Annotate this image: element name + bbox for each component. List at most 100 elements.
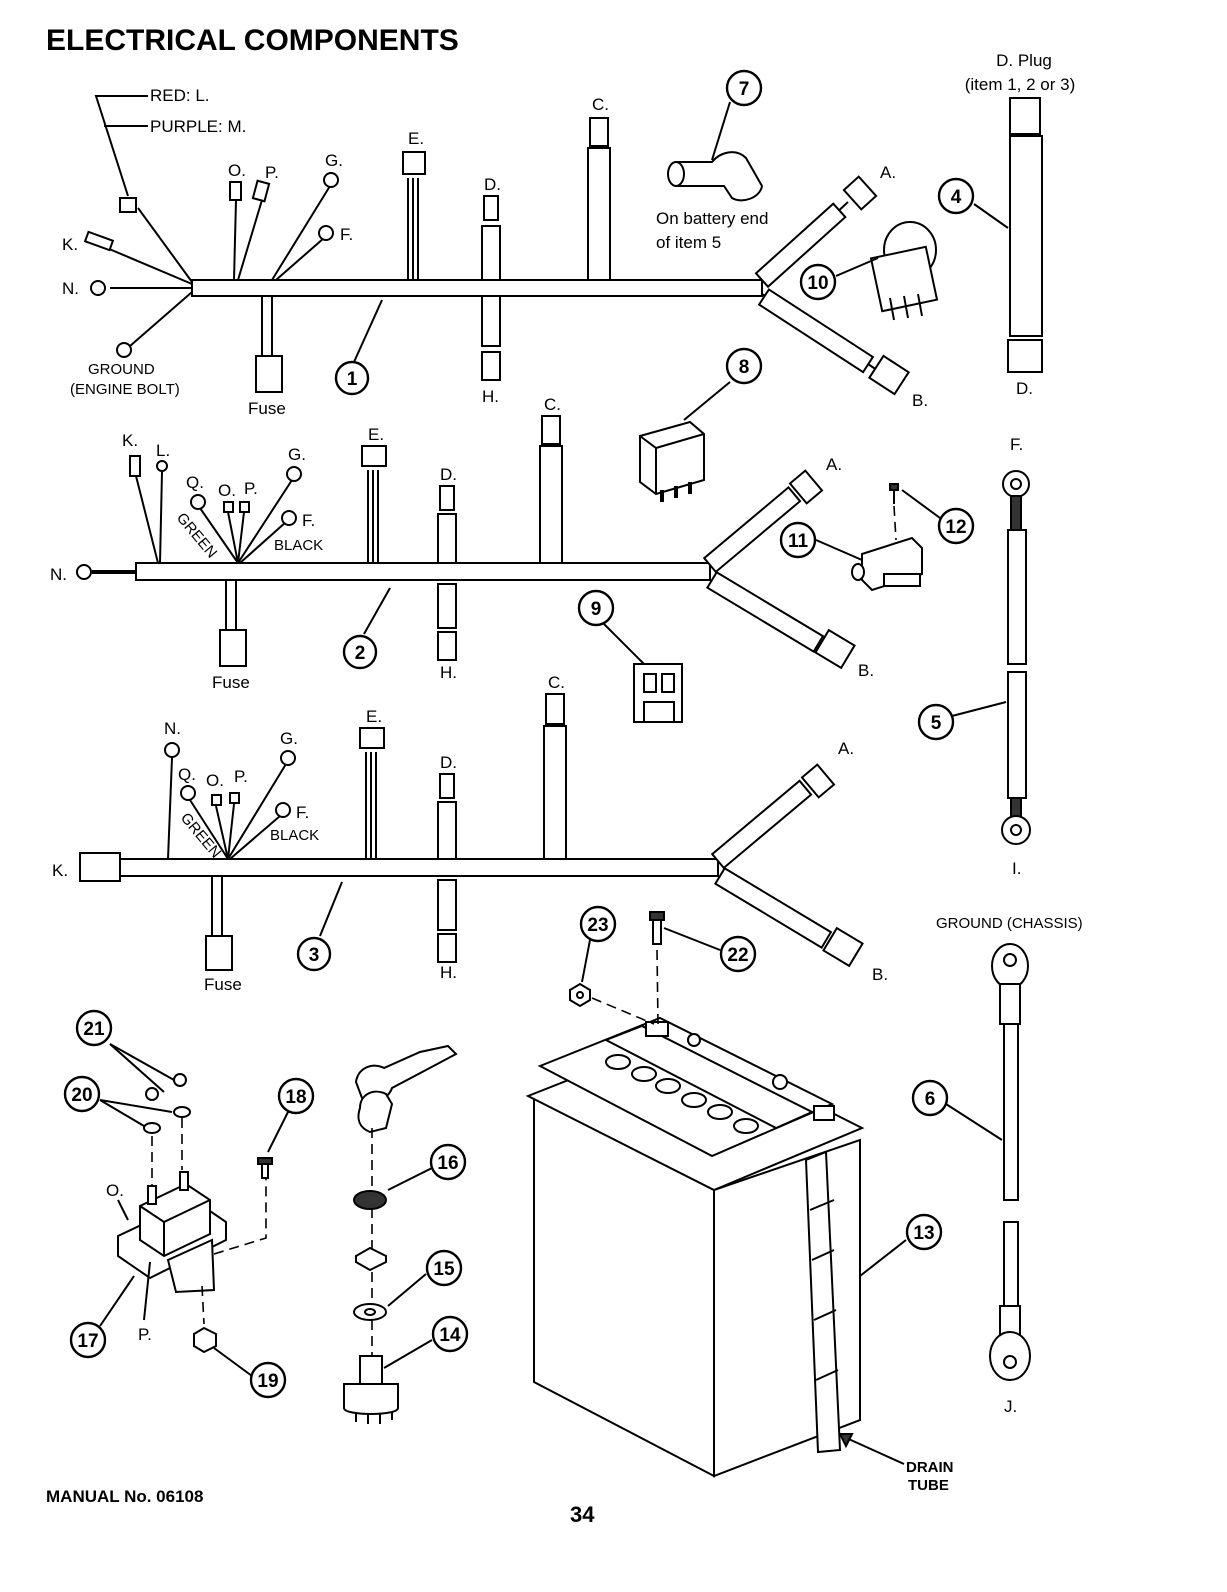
label-black-2: BLACK <box>274 537 323 554</box>
terminal-o-3 <box>211 794 222 806</box>
battery-cap-3 <box>655 1078 681 1094</box>
callout-9 <box>577 589 615 627</box>
label-engine-bolt: (ENGINE BOLT) <box>70 381 180 398</box>
screw-18-install-line <box>213 1178 267 1255</box>
connector-a-2 <box>788 469 824 505</box>
connector-c-3 <box>545 693 565 725</box>
callout-15-leader <box>387 1273 427 1307</box>
harness-1-lead-d <box>481 225 501 281</box>
solenoid-label-o: O. <box>106 1181 124 1200</box>
screw-18-shank <box>261 1163 269 1179</box>
harness-3-branch-b <box>713 866 833 949</box>
fuse-holder-1 <box>255 355 283 393</box>
label-b-2: B. <box>858 661 874 680</box>
label-b-3: B. <box>872 965 888 984</box>
label-d-2: D. <box>440 465 457 484</box>
label-k-1: K. <box>62 235 78 254</box>
drain-tube-leader <box>841 1435 905 1465</box>
harness-1-fuse-lead <box>261 296 273 356</box>
callout-1 <box>334 360 370 396</box>
label-h-1: H. <box>482 387 499 406</box>
callout-2-leader <box>363 587 391 635</box>
battery-cap-1 <box>605 1054 631 1070</box>
regulator-item-10: 10 <box>799 221 939 321</box>
callout-11-leader <box>815 539 863 561</box>
connector-h-2 <box>437 631 457 661</box>
label-h-3: H. <box>440 963 457 982</box>
cable5-ring-f-hole <box>1010 478 1022 490</box>
label-e-2: E. <box>368 425 384 444</box>
boot-note-line-1: On battery end <box>656 209 768 228</box>
connector-d-2 <box>439 485 455 511</box>
ring-terminal-f-1 <box>318 225 334 241</box>
callout-9-number: 9 <box>591 599 602 620</box>
callout-21 <box>75 1009 113 1047</box>
label-o-2: O. <box>218 481 236 500</box>
ground-chassis-label: GROUND (CHASSIS) <box>936 915 1083 932</box>
cable5-label-i: I. <box>1012 859 1021 878</box>
callout-4-leader <box>973 203 1009 229</box>
plug-top-connector <box>1009 97 1041 135</box>
label-f-3: F. <box>296 803 309 822</box>
callout-8 <box>725 347 763 385</box>
battery-cap-6 <box>733 1118 759 1134</box>
callout-23-leader <box>581 939 591 983</box>
callout-19 <box>249 1361 287 1399</box>
wiring-harness-1: A. B. C. D. H. E. Fuse O. P. G. F. <box>62 86 928 418</box>
harness-3-n-lead <box>167 757 173 860</box>
harness-1-lead-e <box>407 178 419 280</box>
solenoid-nut-line <box>201 1285 205 1325</box>
callout-6-number: 6 <box>925 1089 936 1110</box>
solenoid-body-edges <box>139 1199 211 1256</box>
label-purple-m: PURPLE: M. <box>150 117 246 136</box>
callout-11-number: 11 <box>788 531 809 552</box>
callout-13-number: 13 <box>913 1223 934 1244</box>
ignition-washer-hole <box>364 1308 376 1316</box>
fuse-holder-3 <box>205 935 233 971</box>
ground-label-j: J. <box>1004 1397 1017 1416</box>
connector-e-1 <box>402 151 426 175</box>
solenoid-stud-b <box>179 1171 189 1191</box>
callout-3-leader <box>319 881 343 937</box>
switch-plunger <box>851 563 865 581</box>
label-g-3: G. <box>280 729 298 748</box>
callout-11 <box>779 521 817 559</box>
solenoid-assembly: O. P. 21 20 18 17 19 <box>63 1009 315 1399</box>
wiring-harness-2: A. B. C. D. H. E. Fuse Q. O. P. G. F. GR… <box>50 395 874 692</box>
plug-item-4: D. Plug (item 1, 2 or 3) D. 4 <box>937 51 1075 398</box>
harness-3-branch-a <box>710 779 813 870</box>
label-f-2: F. <box>302 511 315 530</box>
callout-2 <box>342 634 378 670</box>
label-g-2: G. <box>288 445 306 464</box>
label-n-3: N. <box>164 719 181 738</box>
label-l-2: L. <box>156 441 170 460</box>
drain-label-2: TUBE <box>908 1477 949 1494</box>
label-a-3: A. <box>838 739 854 758</box>
terminal-l-2 <box>156 460 168 472</box>
connector-a-1 <box>842 175 878 211</box>
socket-slot-1 <box>643 673 657 693</box>
callout-18-leader <box>267 1111 289 1153</box>
key-2 <box>357 1090 394 1134</box>
callout-3-number: 3 <box>309 945 320 966</box>
ignition-switch-pins <box>355 1412 393 1424</box>
nut-21-b <box>173 1073 187 1087</box>
switch-item-11: 11 <box>779 521 923 592</box>
label-b-1: B. <box>912 391 928 410</box>
label-red-l: RED: L. <box>150 86 210 105</box>
harness-2-lead-d <box>437 513 457 564</box>
ring-terminal-ground-1 <box>116 342 132 358</box>
callout-1-number: 1 <box>347 369 358 390</box>
harness-1-branch-b <box>757 288 875 374</box>
label-d-1: D. <box>484 175 501 194</box>
plug-title: D. Plug <box>996 51 1052 70</box>
callout-9-leader <box>603 623 645 665</box>
battery-cable-item-5: F. I. 5 <box>917 435 1031 878</box>
harness-2-k-l-leads <box>135 471 163 564</box>
callout-12-number: 12 <box>945 517 966 538</box>
terminal-k-1 <box>83 230 115 252</box>
ground-crimp-top <box>999 983 1021 1025</box>
callout-23 <box>579 905 617 943</box>
relay-pins <box>660 482 692 502</box>
manual-number: MANUAL No. 06108 <box>46 1487 203 1506</box>
